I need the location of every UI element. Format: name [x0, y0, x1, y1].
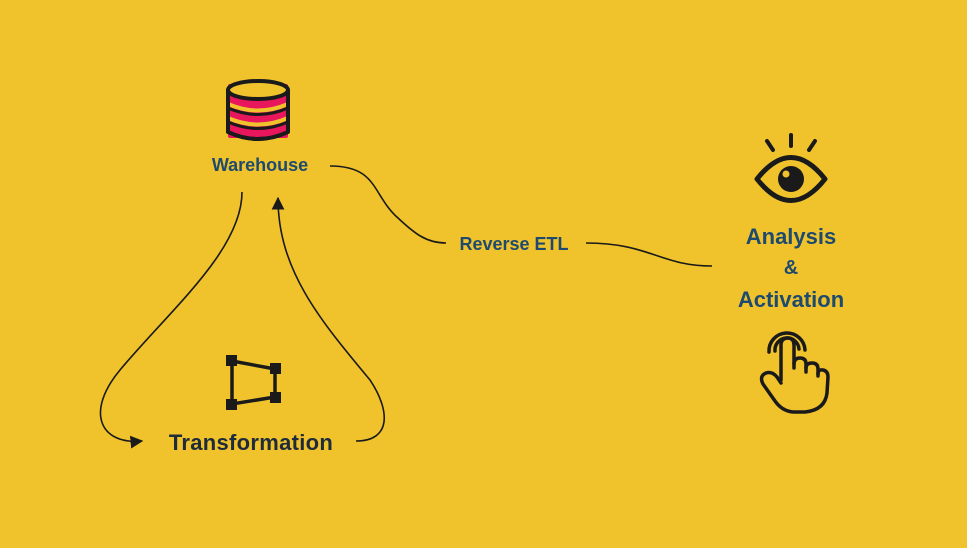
ampersand-label: &: [783, 257, 799, 279]
edge-warehouse-to-transformation: [99, 191, 243, 449]
transformation-label: Transformation: [168, 430, 334, 455]
activation-label: Activation: [737, 287, 845, 312]
reverse-etl-label: Reverse ETL: [459, 234, 569, 254]
tap-hand-icon: [759, 331, 830, 414]
analysis-label: Analysis: [745, 224, 837, 249]
warehouse-label: Warehouse: [211, 155, 309, 175]
eye-icon: [754, 133, 828, 203]
edge-transformation-to-warehouse: [271, 196, 386, 442]
database-icon: [226, 79, 290, 141]
edge-reverse-etl-to-analysis: [585, 242, 713, 267]
polygon-nodes-icon: [226, 355, 281, 410]
edge-warehouse-to-reverse-etl: [329, 165, 447, 244]
